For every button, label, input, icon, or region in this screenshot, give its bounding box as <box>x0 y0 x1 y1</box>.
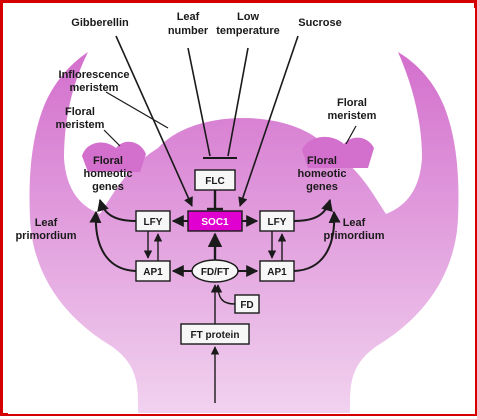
lfy-left-label: LFY <box>144 217 163 228</box>
floral-meristem-right-bump <box>302 136 374 168</box>
lfy-left-to-homeotic-arrow <box>97 198 137 222</box>
leaf-primordium-left-label-1: Leaf <box>35 217 58 229</box>
floral-meristem-left-leader <box>103 129 121 147</box>
floral-homeotic-right-label-3: genes <box>306 181 338 193</box>
soc1-label: SOC1 <box>201 217 229 228</box>
leaf-number-label-2: number <box>168 25 209 37</box>
floral-homeotic-left-label-2: homeotic <box>84 168 133 180</box>
leaf-number-label-1: Leaf <box>177 11 200 23</box>
low-temperature-label-2: temperature <box>216 25 280 37</box>
ft-protein-label: FT protein <box>191 330 240 341</box>
ap1-right-to-homeotic-arrow <box>293 210 341 272</box>
leaf-primordium-right-label-1: Leaf <box>343 217 366 229</box>
floral-homeotic-right-label-2: homeotic <box>298 168 347 180</box>
ap1-right-label: AP1 <box>267 267 287 278</box>
low-temperature-label-1: Low <box>237 11 259 23</box>
fd-ft-label: FD/FT <box>201 267 229 278</box>
fd-label: FD <box>240 300 253 311</box>
gibberellin-arrow <box>115 35 193 207</box>
floral-meristem-right-label-2: meristem <box>328 110 377 122</box>
ap1-left-to-homeotic-arrow <box>89 210 137 272</box>
sucrose-label: Sucrose <box>298 17 341 29</box>
low-temperature-line <box>227 47 249 157</box>
floral-meristem-left-label-2: meristem <box>56 119 105 131</box>
floral-meristem-left-bump <box>82 141 146 172</box>
lfy-right-to-homeotic-arrow <box>293 198 333 222</box>
diagram-canvas: Gibberellin Leaf number Low temperature … <box>8 8 475 414</box>
floral-meristem-right-leader <box>345 125 357 145</box>
inflorescence-leader <box>105 91 169 129</box>
inflorescence-meristem-label-2: meristem <box>70 82 119 94</box>
leaf-primordium-right-label-2: primordium <box>323 230 384 242</box>
ap1-left-label: AP1 <box>143 267 163 278</box>
inflorescence-meristem-label-1: Inflorescence <box>59 69 130 81</box>
floral-homeotic-left-label-1: Floral <box>93 155 123 167</box>
floral-homeotic-right-label-1: Floral <box>307 155 337 167</box>
plant-tissue-shape <box>29 52 459 413</box>
floral-meristem-left-label-1: Floral <box>65 106 95 118</box>
flowering-pathway-diagram: Gibberellin Leaf number Low temperature … <box>15 11 459 413</box>
gibberellin-label: Gibberellin <box>71 17 129 29</box>
floral-homeotic-left-label-3: genes <box>92 181 124 193</box>
leaf-primordium-left-label-2: primordium <box>15 230 76 242</box>
lfy-right-label: LFY <box>268 217 287 228</box>
floral-meristem-right-label-1: Floral <box>337 97 367 109</box>
sucrose-arrow <box>238 35 299 207</box>
leaf-number-line <box>187 47 211 157</box>
flc-label: FLC <box>205 176 224 187</box>
